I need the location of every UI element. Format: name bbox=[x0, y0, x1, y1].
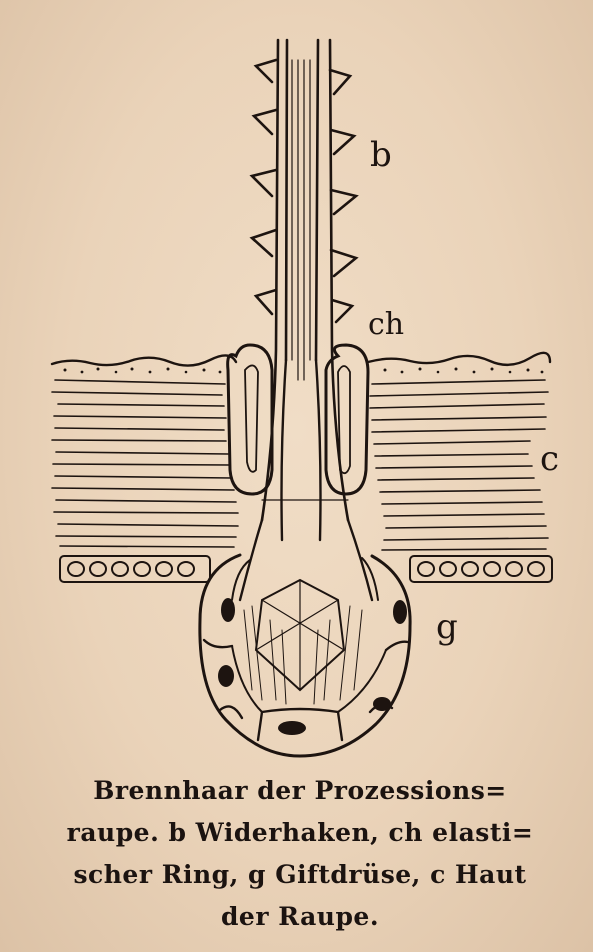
label-g: g bbox=[436, 610, 458, 644]
caption-line-3: scher Ring, g Giftdrüse, c Haut bbox=[30, 854, 570, 896]
caption-line-2: raupe. b Widerhaken, ch elasti= bbox=[30, 812, 570, 854]
epidermal-cells bbox=[60, 556, 552, 582]
skin-layer-right bbox=[370, 380, 548, 550]
label-c: c bbox=[540, 442, 559, 476]
figure-caption: Brennhaar der Prozessions= raupe. b Wide… bbox=[30, 770, 570, 938]
shaft-hatching bbox=[292, 60, 310, 380]
label-b: b bbox=[370, 138, 392, 172]
caption-line-4: der Raupe. bbox=[30, 896, 570, 938]
caption-line-1: Brennhaar der Prozessions= bbox=[30, 770, 570, 812]
skin-surface bbox=[52, 353, 550, 366]
skin-layer-left bbox=[52, 380, 238, 547]
hair-root bbox=[240, 360, 372, 600]
label-ch: ch bbox=[368, 310, 404, 340]
